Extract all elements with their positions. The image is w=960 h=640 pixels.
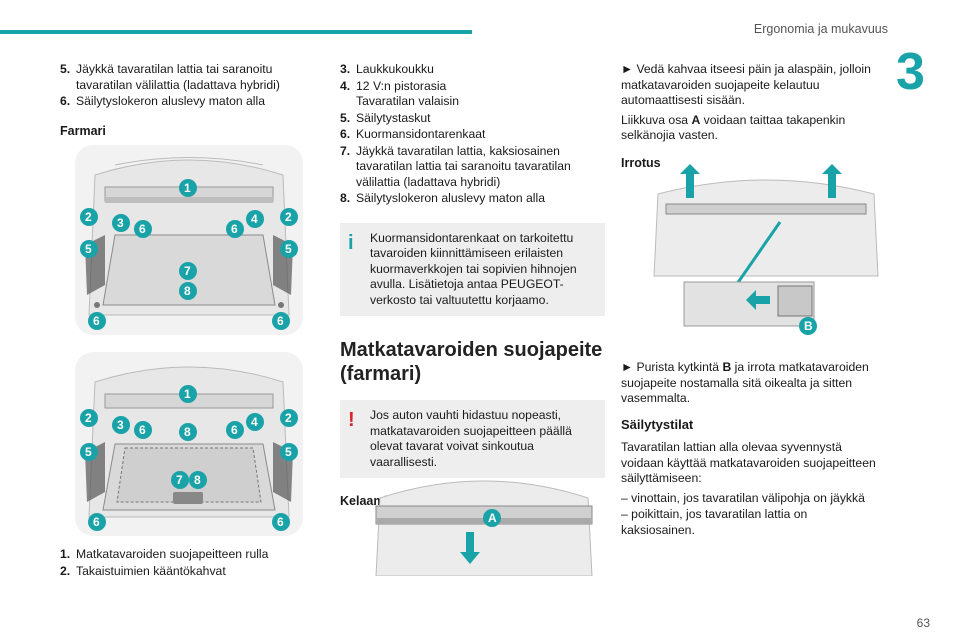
callout-badge: 8 xyxy=(178,422,198,447)
list-item: 5. Säilytystaskut xyxy=(340,111,605,127)
section-subheading: Farmari xyxy=(60,123,106,138)
warning-note: ! Jos auton vauhti hidastuu nopeasti, ma… xyxy=(340,400,605,478)
cover-retract-figure: A xyxy=(366,468,602,581)
callout-badge: 6 xyxy=(271,311,291,336)
paragraph: ► Purista kytkintä B ja irrota matkatava… xyxy=(621,360,869,405)
callout-badge: 6 xyxy=(271,512,291,537)
callout-badge: 6 xyxy=(87,512,107,537)
list-item-text: 12 V:n pistorasia Tavaratilan valaisin xyxy=(356,78,459,109)
list-item: 3. Laukkukoukku xyxy=(340,62,605,78)
column-2: 3. Laukkukoukku 4. 12 V:n pistorasia Tavar… xyxy=(340,62,605,520)
callout-badge: 7 xyxy=(178,261,198,286)
trunk-illustration-1 xyxy=(75,145,303,335)
list-item: – poikittain, jos tavaratilan lattia on … xyxy=(621,507,808,537)
list-item-number: 3. xyxy=(340,62,351,76)
paragraph: Tavaratilan lattian alla olevaa syvennys… xyxy=(621,440,876,485)
list-item: 4. 12 V:n pistorasia Tavaratilan valaisin xyxy=(340,79,605,110)
callout-badge: 6 xyxy=(225,420,245,445)
cover-removal-figure: B xyxy=(650,164,882,339)
callout-badge: 8 xyxy=(178,281,198,306)
list-item-number: 2. xyxy=(60,563,71,578)
list-item-number: 4. xyxy=(340,78,351,93)
list-item: 7. Jäykkä tavaratilan lattia, kaksiosaine… xyxy=(340,144,605,191)
callout-badge: 5 xyxy=(79,442,99,467)
callout-badge: 7 xyxy=(170,470,190,495)
column-1: 5. Jäykkä tavaratilan lattia tai saranoi… xyxy=(60,62,315,149)
trunk-illustration-2 xyxy=(75,352,303,536)
column-3: ► Vedä kahvaa itseesi päin ja alaspäin, … xyxy=(621,62,883,181)
warning-icon: ! xyxy=(348,409,355,431)
list-item-number: 1. xyxy=(60,547,71,561)
callout-badge: 5 xyxy=(79,239,99,264)
column-3-lower: ► Purista kytkintä B ja irrota matkatava… xyxy=(621,360,883,542)
paragraph: Liikkuva osa A voidaan taittaa takapenki… xyxy=(621,112,846,143)
list-item-text: Säilytyslokeron aluslevy maton alla xyxy=(76,94,265,108)
callout-badge: 6 xyxy=(225,219,245,244)
list-item-text: Jäykkä tavaratilan lattia, kaksiosainen … xyxy=(356,143,571,189)
header-accent-bar xyxy=(0,30,472,34)
info-note-text: Kuormansidontarenkaat on tarkoitettu tav… xyxy=(370,230,577,307)
info-icon: i xyxy=(348,231,354,254)
list-item-text: Säilytyslokeron aluslevy maton alla xyxy=(356,191,545,205)
cover-removal-illustration xyxy=(653,164,879,327)
list-item-number: 5. xyxy=(60,62,71,76)
callout-badge: 4 xyxy=(245,412,265,437)
callout-badge: 1 xyxy=(178,178,198,203)
callout-badge: 2 xyxy=(79,207,99,232)
trunk-figure-2: 1 2 3 6 8 6 4 2 5 5 7 8 6 6 xyxy=(75,352,303,541)
list-item-number: 6. xyxy=(340,127,351,141)
callout-badge: 6 xyxy=(87,311,107,336)
callout-badge: 2 xyxy=(279,408,299,433)
list-item: 1. Matkatavaroiden suojapeitteen rulla xyxy=(60,547,315,563)
callout-badge: 6 xyxy=(133,420,153,445)
list-item-text: Matkatavaroiden suojapeitteen rulla xyxy=(76,547,269,561)
callout-badge: 5 xyxy=(279,239,299,264)
callout-badge-b: B xyxy=(798,316,818,341)
list-item: 6. Kuormansidontarenkaat xyxy=(340,127,605,143)
list-item: 8. Säilytyslokeron aluslevy maton alla xyxy=(340,191,605,207)
list-item: – vinottain, jos tavaratilan välipohja o… xyxy=(621,490,865,505)
callout-badge-a: A xyxy=(482,508,502,533)
list-item: 6. Säilytyslokeron aluslevy maton alla xyxy=(60,94,315,110)
callout-badge: 2 xyxy=(279,207,299,232)
column-1-legend: 1. Matkatavaroiden suojapeitteen rulla 2… xyxy=(60,547,315,580)
callout-badge: 2 xyxy=(79,408,99,433)
callout-badge: 5 xyxy=(279,442,299,467)
list-item-text: Säilytystaskut xyxy=(356,110,431,125)
paragraph: ► Vedä kahvaa itseesi päin ja alaspäin, … xyxy=(621,62,871,107)
list-item-text: Takaistuimien kääntökahvat xyxy=(76,563,226,578)
list-item: 2. Takaistuimien kääntökahvat xyxy=(60,564,315,580)
section-heading: Matkatavaroiden suojapeite (farmari) xyxy=(340,339,603,385)
list-item-text: Jäykkä tavaratilan lattia tai saranoitu … xyxy=(76,62,280,92)
warning-note-text: Jos auton vauhti hidastuu nopeasti, matk… xyxy=(370,408,572,469)
callout-badge: 3 xyxy=(111,415,131,440)
trunk-figure-1: 1 2 3 6 6 4 2 5 5 7 8 6 6 xyxy=(75,145,303,340)
callout-badge: 8 xyxy=(188,470,208,495)
list-item-text: Kuormansidontarenkaat xyxy=(356,127,486,141)
list-item-number: 8. xyxy=(340,191,351,205)
callout-badge: 1 xyxy=(178,384,198,409)
callout-badge: 6 xyxy=(133,219,153,244)
section-subheading: Irrotus xyxy=(621,155,661,170)
info-note: i Kuormansidontarenkaat on tarkoitettu t… xyxy=(340,222,605,316)
chapter-number: 3 xyxy=(896,43,925,101)
list-item-number: 6. xyxy=(60,94,71,108)
callout-badge: 3 xyxy=(111,213,131,238)
page-header-title: Ergonomia ja mukavuus xyxy=(753,22,888,36)
callout-badge: 4 xyxy=(245,209,265,234)
list-item: 5. Jäykkä tavaratilan lattia tai saranoi… xyxy=(60,62,315,93)
list-item-number: 7. xyxy=(340,143,351,158)
list-item-text: Laukkukoukku xyxy=(356,62,434,76)
list-item-number: 5. xyxy=(340,110,351,125)
page-number: 63 xyxy=(916,616,930,630)
section-subheading: Säilytystilat xyxy=(621,416,694,432)
